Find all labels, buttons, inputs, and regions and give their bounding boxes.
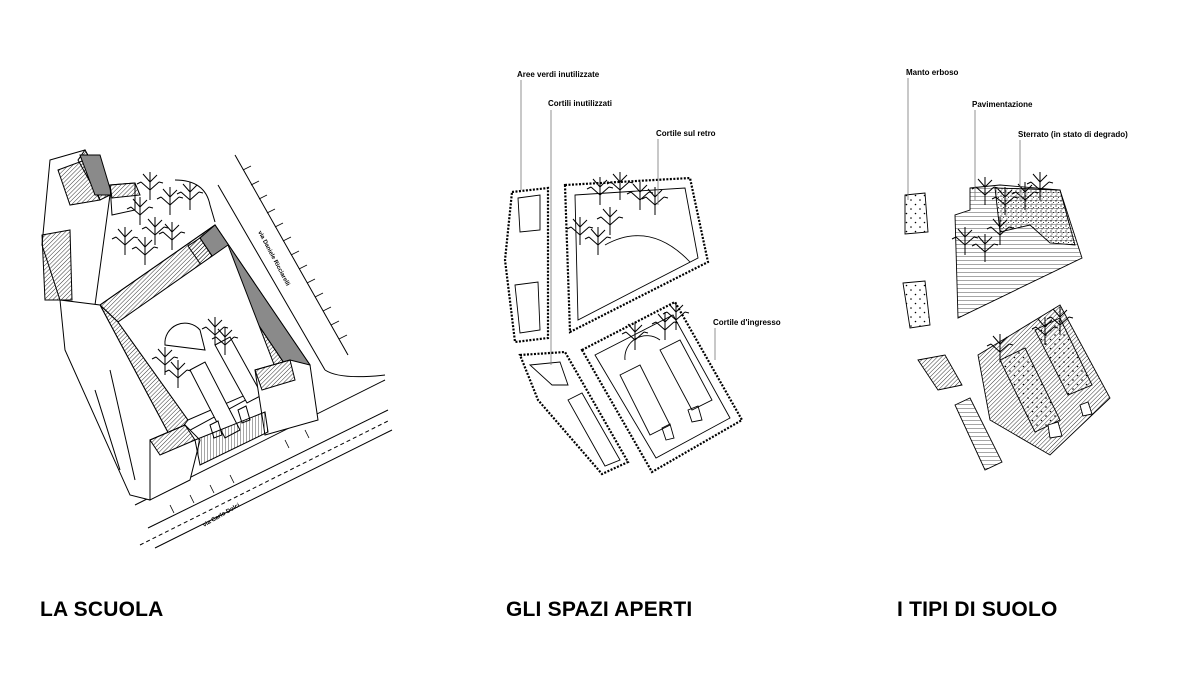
grass-patch bbox=[1034, 317, 1093, 396]
label-cortile-retro: Cortile sul retro bbox=[656, 129, 716, 138]
label-sterrato: Sterrato (in stato di degrado) bbox=[1018, 130, 1128, 139]
grass-patch bbox=[904, 192, 929, 235]
label-aree-verdi: Aree verdi inutilizzate bbox=[517, 70, 600, 79]
school-axonometric bbox=[41, 149, 393, 549]
soil-leaders bbox=[907, 78, 1021, 200]
area-cortile-retro bbox=[563, 176, 710, 334]
label-pavimentazione: Pavimentazione bbox=[972, 100, 1033, 109]
street-label-ricciarelli: via Daniele Ricciarelli bbox=[256, 230, 290, 287]
open-space-leaders bbox=[520, 80, 716, 365]
area-aree-verdi bbox=[503, 186, 550, 344]
open-spaces-diagram bbox=[503, 176, 744, 476]
label-cortile-ingresso: Cortile d'ingresso bbox=[713, 318, 781, 327]
street-label-dolci: via Carlo Dolci bbox=[202, 503, 241, 529]
area-cortili-inutilizzati bbox=[518, 350, 630, 476]
title-la-scuola: LA SCUOLA bbox=[40, 598, 164, 621]
paving-area bbox=[977, 304, 1111, 456]
title-spazi-aperti: GLI SPAZI APERTI bbox=[506, 598, 693, 621]
grass-patch bbox=[999, 347, 1061, 433]
label-cortili-inutilizzati: Cortili inutilizzati bbox=[548, 99, 612, 108]
soil-types-diagram bbox=[902, 184, 1111, 471]
label-manto-erboso: Manto erboso bbox=[906, 68, 959, 77]
grass-patch bbox=[902, 280, 931, 329]
title-tipi-di-suolo: I TIPI DI SUOLO bbox=[897, 598, 1058, 621]
